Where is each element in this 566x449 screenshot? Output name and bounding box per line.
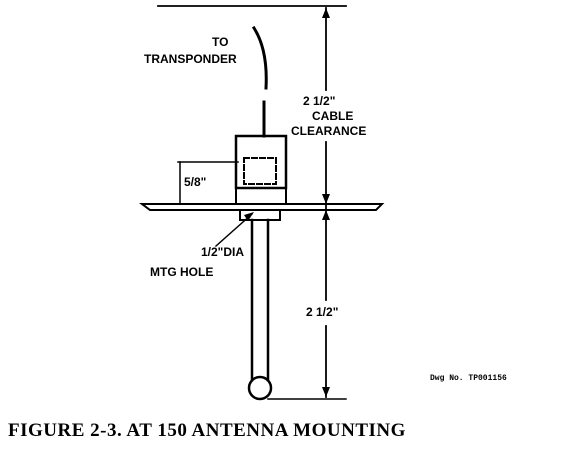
label-half-inch-dia: 1/2"DIA xyxy=(201,246,244,259)
label-clearance: CLEARANCE xyxy=(291,125,366,138)
antenna-ball-tip xyxy=(249,377,271,399)
label-mtg-hole: MTG HOLE xyxy=(150,266,213,279)
label-five-eighths: 5/8" xyxy=(184,176,206,189)
label-lower-dimension: 2 1/2" xyxy=(306,306,338,319)
arrow-top xyxy=(322,8,330,18)
connector-inner-dashed xyxy=(244,158,276,184)
label-cable-dimension: 2 1/2" xyxy=(303,95,335,108)
arrow-bottom xyxy=(322,387,330,397)
label-cable: CABLE xyxy=(312,110,353,123)
drawing-number: Dwg No. TP001156 xyxy=(430,372,507,385)
label-transponder: TRANSPONDER xyxy=(144,53,237,66)
figure-caption: FIGURE 2-3. AT 150 ANTENNA MOUNTING xyxy=(8,420,406,442)
label-to: TO xyxy=(212,36,228,49)
arrow-plate-down xyxy=(322,210,330,220)
cable-upper xyxy=(254,28,266,88)
arrow-plate-up xyxy=(322,194,330,204)
